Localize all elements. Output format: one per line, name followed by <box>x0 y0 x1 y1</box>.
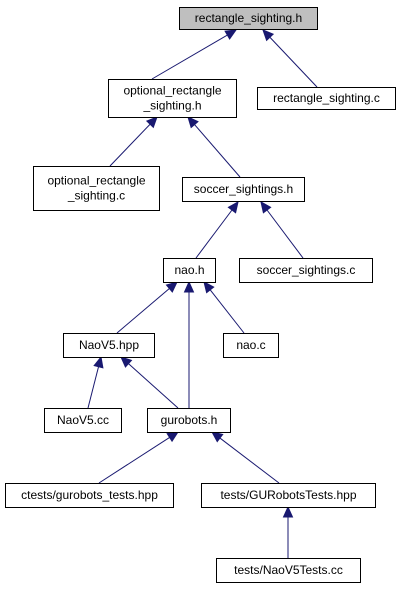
edge-line <box>128 363 179 409</box>
node-label: gurobots.h <box>161 413 218 427</box>
node-nao-h[interactable]: nao.h <box>163 258 216 283</box>
node-box <box>216 558 361 583</box>
node-label: nao.c <box>236 338 265 352</box>
node-naov5-cc[interactable]: NaoV5.cc <box>44 408 122 433</box>
edge-line <box>194 124 241 178</box>
node-optional-rectangle-sighting-c[interactable]: optional_rectangle_sighting.c <box>33 166 160 211</box>
arrowhead <box>93 355 104 369</box>
edge-optional_rectangle_sighting_c-to-optional_rectangle_sighting_h <box>109 116 158 167</box>
node-tests-naov5tests-cc[interactable]: tests/NaoV5Tests.cc <box>216 558 361 583</box>
node-box <box>5 483 174 508</box>
edge-line <box>269 36 318 88</box>
nodes-layer: rectangle_sighting.hoptional_rectangle_s… <box>5 7 396 583</box>
node-label: optional_rectangle <box>47 174 145 188</box>
edge-line <box>116 288 170 334</box>
arrowhead <box>227 201 239 214</box>
arrowhead <box>260 201 272 214</box>
edge-rectangle_sighting_c-to-rectangle_sighting_h <box>262 29 318 88</box>
node-box <box>223 333 279 358</box>
node-box <box>182 177 305 202</box>
arrowhead <box>183 280 195 293</box>
node-box <box>163 258 216 283</box>
edge-line <box>151 34 228 80</box>
arrowhead <box>203 281 215 294</box>
edge-line <box>195 209 233 259</box>
node-label: NaoV5.cc <box>57 413 109 427</box>
edge-nao_h-to-soccer_sightings_h <box>195 201 239 259</box>
node-box <box>108 79 237 118</box>
node-soccer-sightings-h[interactable]: soccer_sightings.h <box>182 177 305 202</box>
edge-line <box>109 123 151 167</box>
node-label: _sighting.c <box>67 189 125 203</box>
arrowhead <box>187 116 199 129</box>
node-box <box>201 483 376 508</box>
edge-tests_gurobotstests_hpp-to-gurobots_h <box>211 431 280 484</box>
edge-line <box>87 366 100 409</box>
node-label: rectangle_sighting.c <box>273 91 380 105</box>
node-box <box>147 408 231 433</box>
node-label: ctests/gurobots_tests.hpp <box>21 488 158 502</box>
node-label: soccer_sightings.h <box>194 182 293 196</box>
arrowhead <box>165 281 178 293</box>
node-label: nao.h <box>174 263 204 277</box>
edges-layer <box>87 29 318 558</box>
node-label: tests/GURobotsTests.hpp <box>220 488 356 502</box>
edge-gurobots_h-to-nao_h <box>183 280 195 408</box>
arrowhead <box>166 431 180 443</box>
edge-nao_c-to-nao_h <box>203 281 245 334</box>
node-rectangle-sighting-c[interactable]: rectangle_sighting.c <box>257 87 396 110</box>
node-gurobots-h[interactable]: gurobots.h <box>147 408 231 433</box>
arrowhead <box>120 356 133 368</box>
node-nao-c[interactable]: nao.c <box>223 333 279 358</box>
edge-line <box>266 209 304 259</box>
edge-line <box>98 437 170 484</box>
arrowhead <box>282 505 294 518</box>
node-naov5-hpp[interactable]: NaoV5.hpp <box>63 333 155 358</box>
edge-soccer_sightings_h-to-optional_rectangle_sighting_h <box>187 116 241 178</box>
edge-naov5_hpp-to-nao_h <box>116 281 178 334</box>
edge-optional_rectangle_sighting_h-to-rectangle_sighting_h <box>151 29 238 80</box>
edge-soccer_sightings_c-to-soccer_sightings_h <box>260 201 304 259</box>
node-box <box>44 408 122 433</box>
node-ctests-gurobots-tests-hpp[interactable]: ctests/gurobots_tests.hpp <box>5 483 174 508</box>
node-soccer-sightings-c[interactable]: soccer_sightings.c <box>239 258 373 283</box>
node-label: soccer_sightings.c <box>257 263 356 277</box>
edge-ctests_gurobots_tests_hpp-to-gurobots_h <box>98 431 180 484</box>
node-label: _sighting.h <box>142 99 201 113</box>
arrowhead <box>211 431 224 443</box>
node-box <box>239 258 373 283</box>
node-rectangle-sighting-h: rectangle_sighting.h <box>179 7 318 30</box>
node-box <box>257 87 396 110</box>
edge-gurobots_h-to-naov5_hpp <box>120 356 179 409</box>
arrowhead <box>145 116 158 129</box>
node-box <box>63 333 155 358</box>
node-label: optional_rectangle <box>123 84 221 98</box>
node-box <box>179 7 318 30</box>
node-tests-gurobotstests-hpp[interactable]: tests/GURobotsTests.hpp <box>201 483 376 508</box>
arrowhead <box>262 29 275 42</box>
edge-tests_naov5tests_cc-to-tests_gurobotstests_hpp <box>282 505 294 558</box>
node-label: NaoV5.hpp <box>79 338 139 352</box>
node-label: rectangle_sighting.h <box>195 11 302 25</box>
node-box <box>33 166 160 211</box>
node-label: tests/NaoV5Tests.cc <box>234 563 343 577</box>
node-optional-rectangle-sighting-h[interactable]: optional_rectangle_sighting.h <box>108 79 237 118</box>
edge-line <box>219 437 280 484</box>
edge-line <box>209 289 245 334</box>
arrowhead <box>224 29 238 40</box>
edge-naov5_cc-to-naov5_hpp <box>87 355 104 409</box>
